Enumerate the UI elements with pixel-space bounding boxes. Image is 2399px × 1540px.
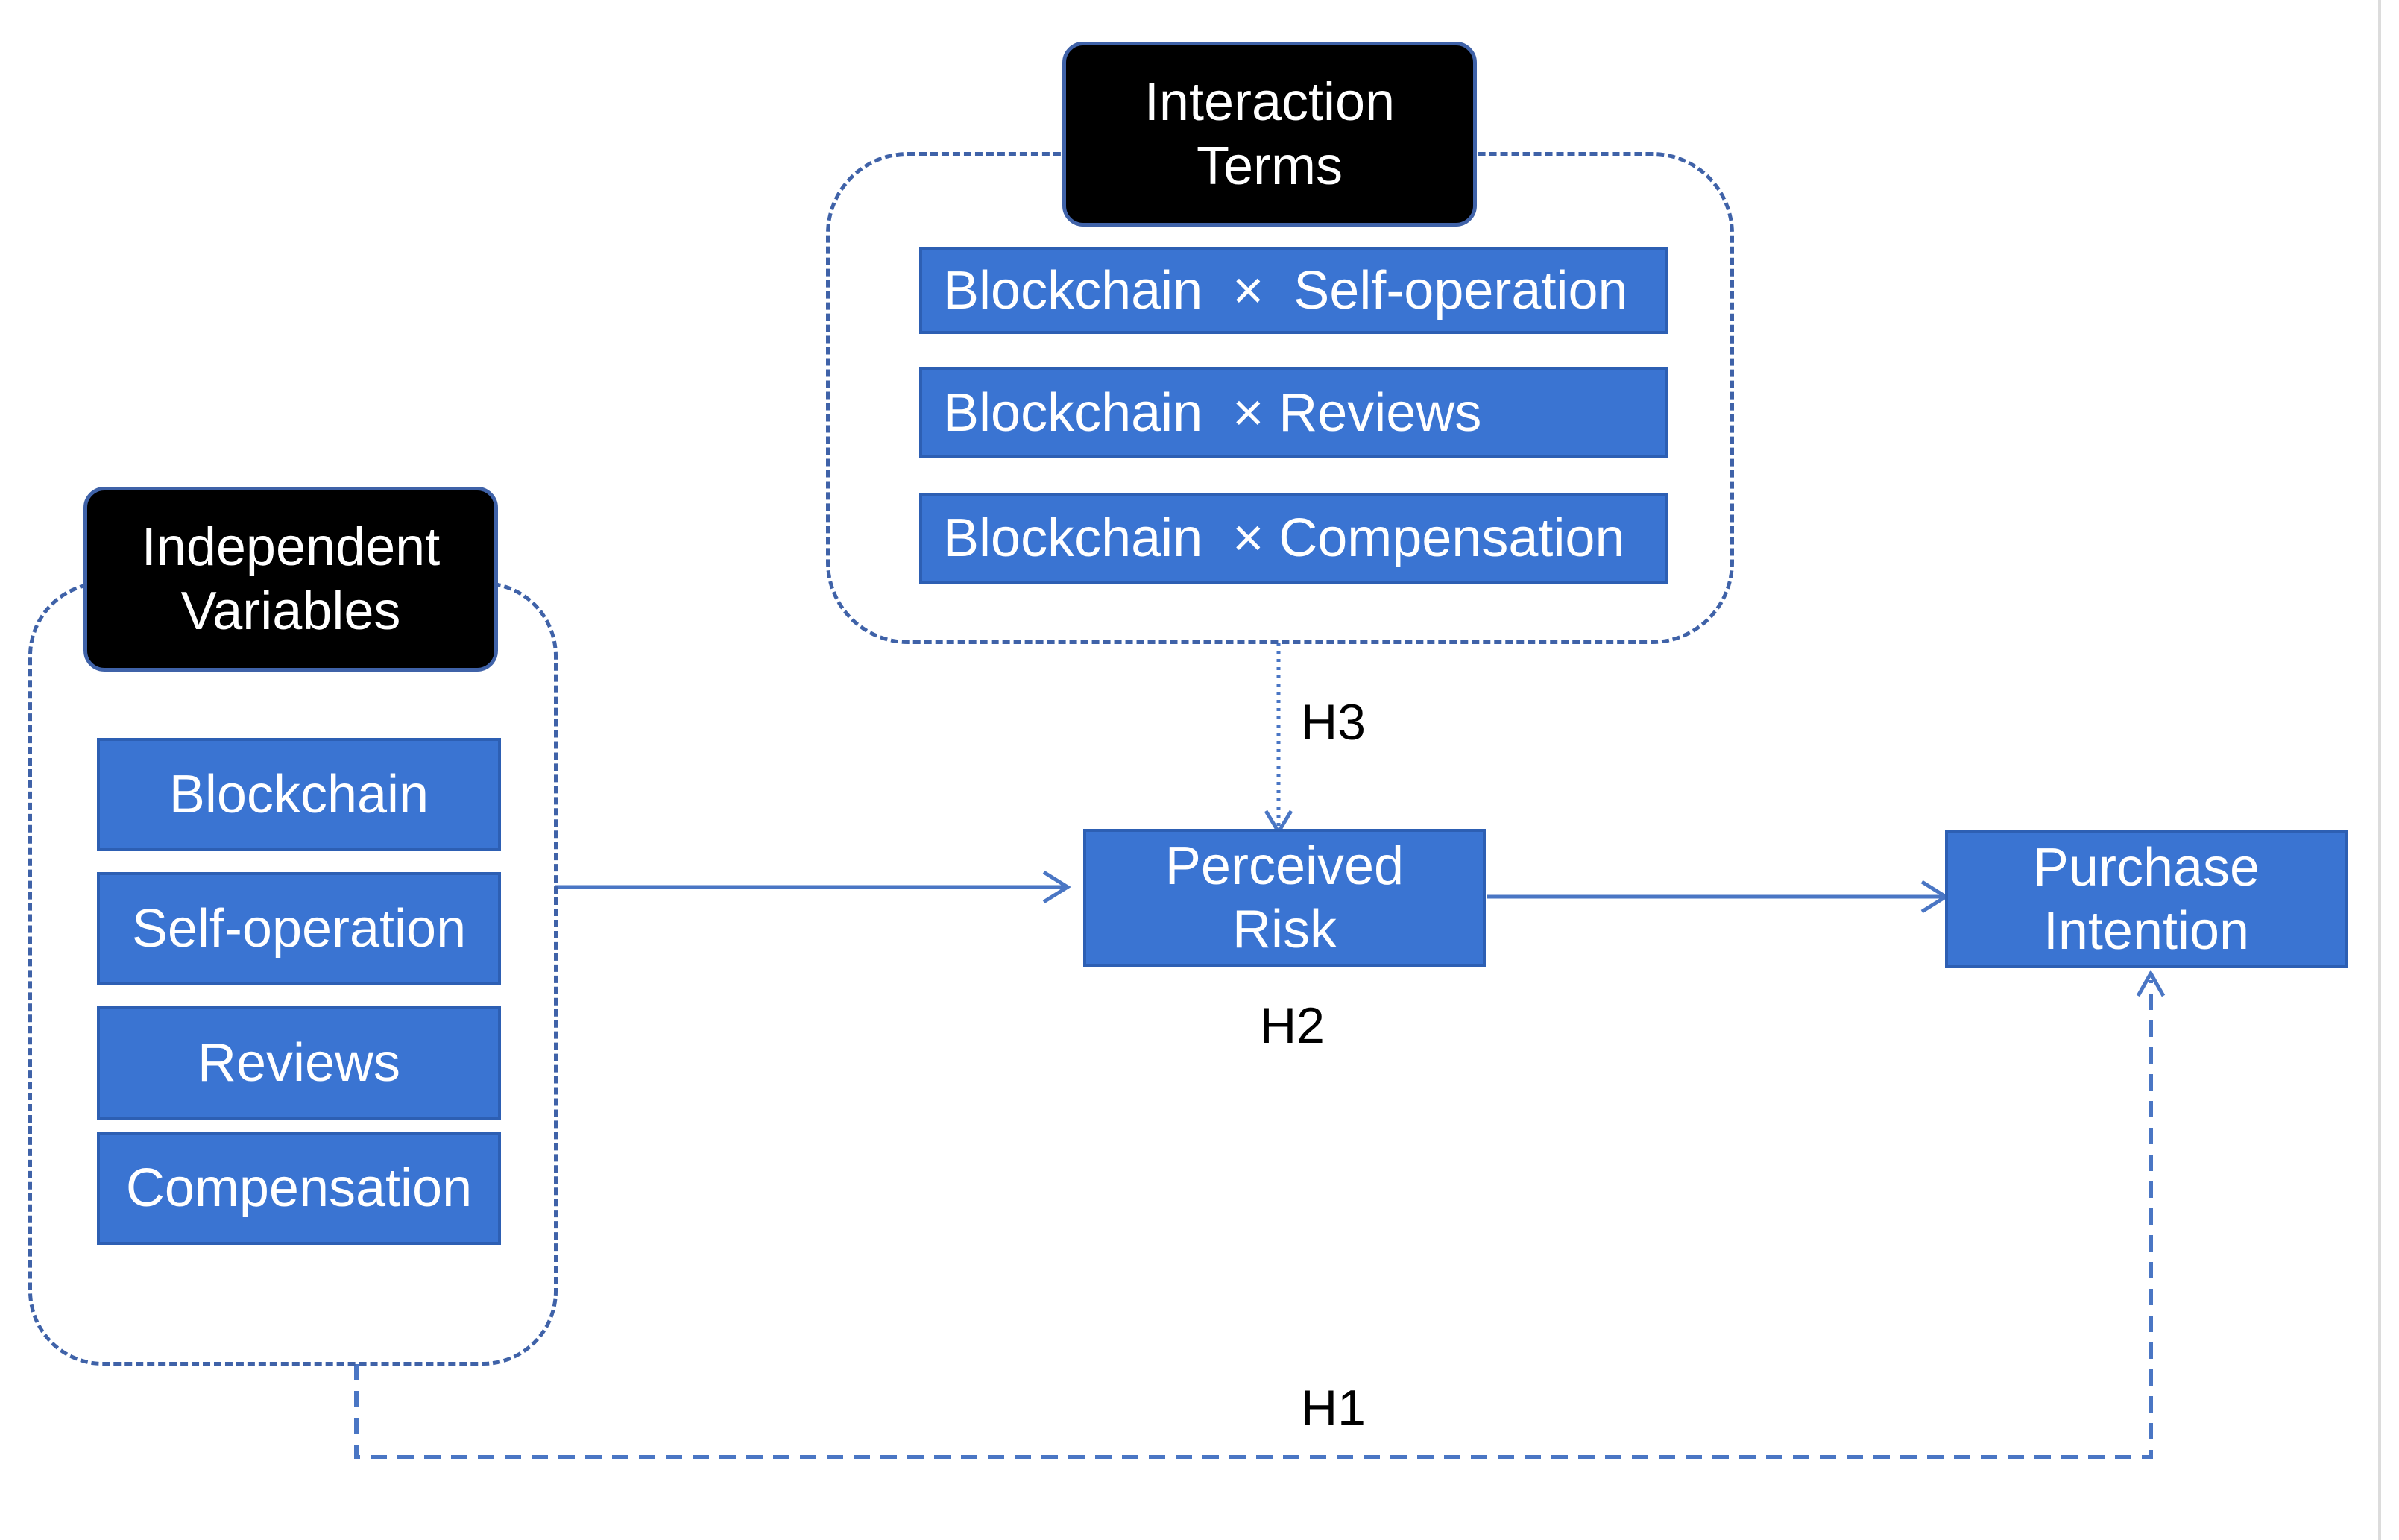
perceived-risk-node: Perceived Risk: [1083, 829, 1486, 967]
interaction-term-box: Blockchain × Self-operation: [919, 247, 1668, 334]
independent-variable-box: Compensation: [97, 1132, 501, 1245]
independent-variable-box: Self-operation: [97, 872, 501, 985]
independent-variables-header: Independent Variables: [83, 487, 498, 672]
purchase-intention-node: Purchase Intention: [1945, 830, 2348, 968]
hypothesis-h2-label: H2: [1260, 997, 1325, 1054]
independent-variable-box: Blockchain: [97, 738, 501, 851]
h1-dashed-path: [354, 980, 2153, 1459]
interaction-term-box: Blockchain × Reviews: [919, 367, 1668, 458]
h2-arrowhead-independent-to-risk: [1042, 870, 1071, 904]
hypothesis-h3-label: H3: [1301, 694, 1366, 751]
page-edge-divider: [2378, 0, 2381, 1540]
interaction-terms-header: Interaction Terms: [1062, 42, 1477, 227]
hypothesis-h1-label: H1: [1301, 1380, 1366, 1436]
h1-arrowhead-to-intention: [2136, 969, 2166, 997]
interaction-term-box: Blockchain × Compensation: [919, 493, 1668, 584]
independent-variable-box: Reviews: [97, 1006, 501, 1120]
